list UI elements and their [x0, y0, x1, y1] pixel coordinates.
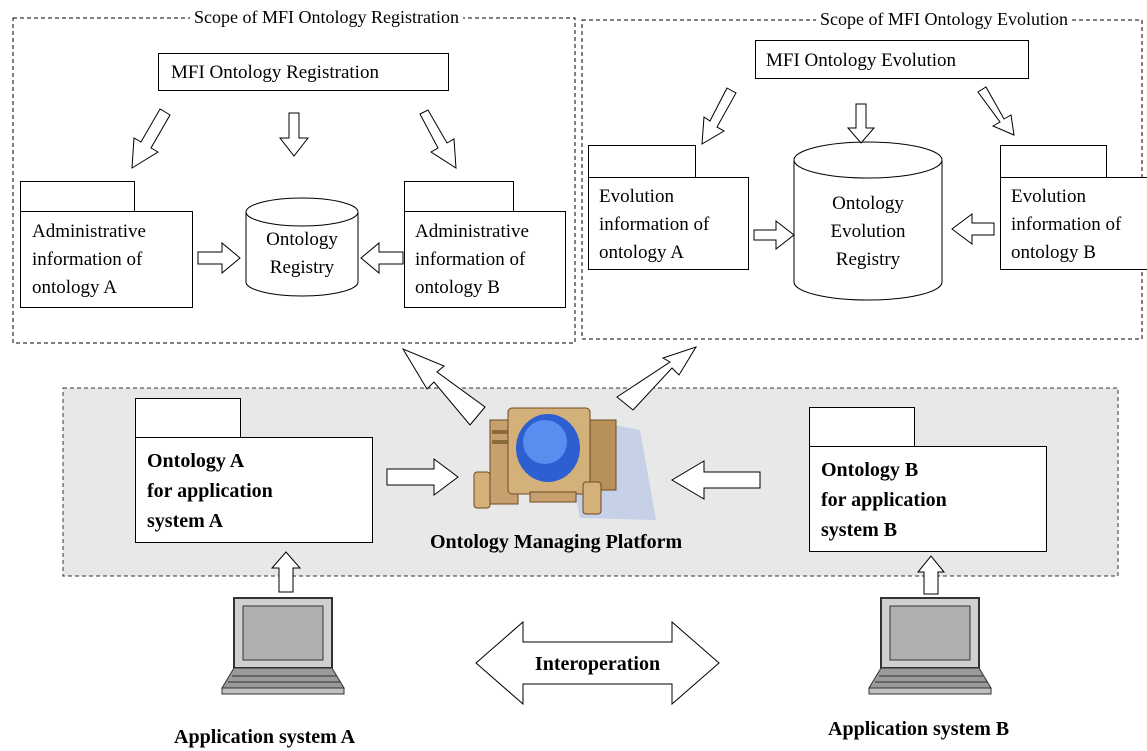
- ontology-a-line-1: Ontology A: [147, 450, 245, 472]
- ontology-registry-cylinder: [245, 197, 359, 297]
- admin-a-package: Administrative information of ontology A: [20, 211, 193, 308]
- evolution-arrows: [701, 86, 1015, 251]
- registry-line-1: Ontology: [266, 229, 338, 250]
- evolution-title-box: MFI Ontology Evolution: [755, 40, 1029, 79]
- evo-registry-line-3: Registry: [835, 249, 901, 270]
- scope-evolution-label: Scope of MFI Ontology Evolution: [816, 10, 1072, 28]
- arrow-evo-title-to-b: [977, 86, 1015, 136]
- arrow-admin-b-to-registry: [360, 241, 404, 275]
- app-b-label: Application system B: [828, 718, 1010, 740]
- evo-registry-line-2: Evolution: [830, 221, 906, 242]
- evo-b-line-1: Evolution: [1011, 186, 1086, 207]
- arrow-ontology-b-to-platform: [671, 460, 761, 500]
- arrow-evo-b-to-registry: [951, 213, 995, 245]
- evolution-title: MFI Ontology Evolution: [766, 50, 957, 71]
- admin-a-line-2: information of: [32, 249, 143, 270]
- registry-label: Ontology Registry: [246, 226, 358, 282]
- admin-a-line-3: ontology A: [32, 277, 117, 298]
- arrow-evo-title-to-a: [701, 87, 737, 145]
- arrow-title-to-admin-a: [131, 108, 171, 169]
- scope-registration-label: Scope of MFI Ontology Registration: [190, 8, 463, 26]
- ontology-b-line-1: Ontology B: [821, 459, 919, 481]
- evolution-registry-label: Ontology Evolution Registry: [794, 190, 942, 274]
- platform-computer-icon: [473, 407, 656, 520]
- arrow-platform-to-registration: [401, 347, 486, 426]
- arrow-evo-title-to-registry: [846, 103, 876, 144]
- laptop-a-icon: [221, 597, 345, 695]
- arrow-title-to-registry: [278, 112, 310, 157]
- registry-line-2: Registry: [269, 257, 335, 278]
- registration-title: MFI Ontology Registration: [171, 62, 379, 83]
- ontology-b-package: Ontology B for application system B: [809, 446, 1047, 552]
- admin-b-line-1: Administrative: [415, 221, 529, 242]
- admin-b-package: Administrative information of ontology B: [404, 211, 566, 308]
- arrow-app-b-up: [916, 555, 946, 595]
- arrow-ontology-a-to-platform: [386, 458, 459, 496]
- evo-b-package-tab: [1000, 145, 1107, 178]
- laptop-b-icon: [868, 597, 992, 695]
- admin-a-package-tab: [20, 181, 135, 212]
- evo-b-line-3: ontology B: [1011, 242, 1096, 263]
- arrow-app-a-up: [270, 551, 302, 593]
- ontology-a-package: Ontology A for application system A: [135, 437, 373, 543]
- evo-b-package: Evolution information of ontology B: [1000, 177, 1147, 270]
- evo-a-package-tab: [588, 145, 696, 178]
- evo-registry-line-1: Ontology: [832, 193, 904, 214]
- admin-a-line-1: Administrative: [32, 221, 146, 242]
- evo-b-line-2: information of: [1011, 214, 1122, 235]
- admin-b-line-2: information of: [415, 249, 526, 270]
- admin-b-package-tab: [404, 181, 514, 212]
- evo-a-package: Evolution information of ontology A: [588, 177, 749, 270]
- interoperation-label: Interoperation: [534, 653, 661, 675]
- arrow-platform-to-evolution: [616, 346, 698, 411]
- arrow-admin-a-to-registry: [197, 241, 241, 275]
- app-a-label: Application system A: [174, 726, 356, 748]
- ontology-b-line-2: for application: [821, 489, 947, 511]
- registration-arrows: [131, 108, 457, 275]
- evo-a-line-2: information of: [599, 214, 710, 235]
- ontology-b-line-3: system B: [821, 519, 898, 541]
- interoperation-arrow: [475, 620, 720, 706]
- ontology-b-package-tab: [809, 407, 915, 447]
- arrow-evo-a-to-registry: [753, 219, 795, 251]
- admin-b-line-3: ontology B: [415, 277, 500, 298]
- ontology-a-package-tab: [135, 398, 241, 438]
- platform-arrows: [270, 346, 946, 706]
- arrow-title-to-admin-b: [419, 109, 457, 169]
- ontology-a-line-2: for application: [147, 480, 273, 502]
- evolution-registry-cylinder: [793, 141, 943, 301]
- evo-a-line-1: Evolution: [599, 186, 674, 207]
- registration-title-box: MFI Ontology Registration: [158, 53, 449, 91]
- ontology-a-line-3: system A: [147, 510, 224, 532]
- evo-a-line-3: ontology A: [599, 242, 684, 263]
- platform-label: Ontology Managing Platform: [430, 531, 683, 553]
